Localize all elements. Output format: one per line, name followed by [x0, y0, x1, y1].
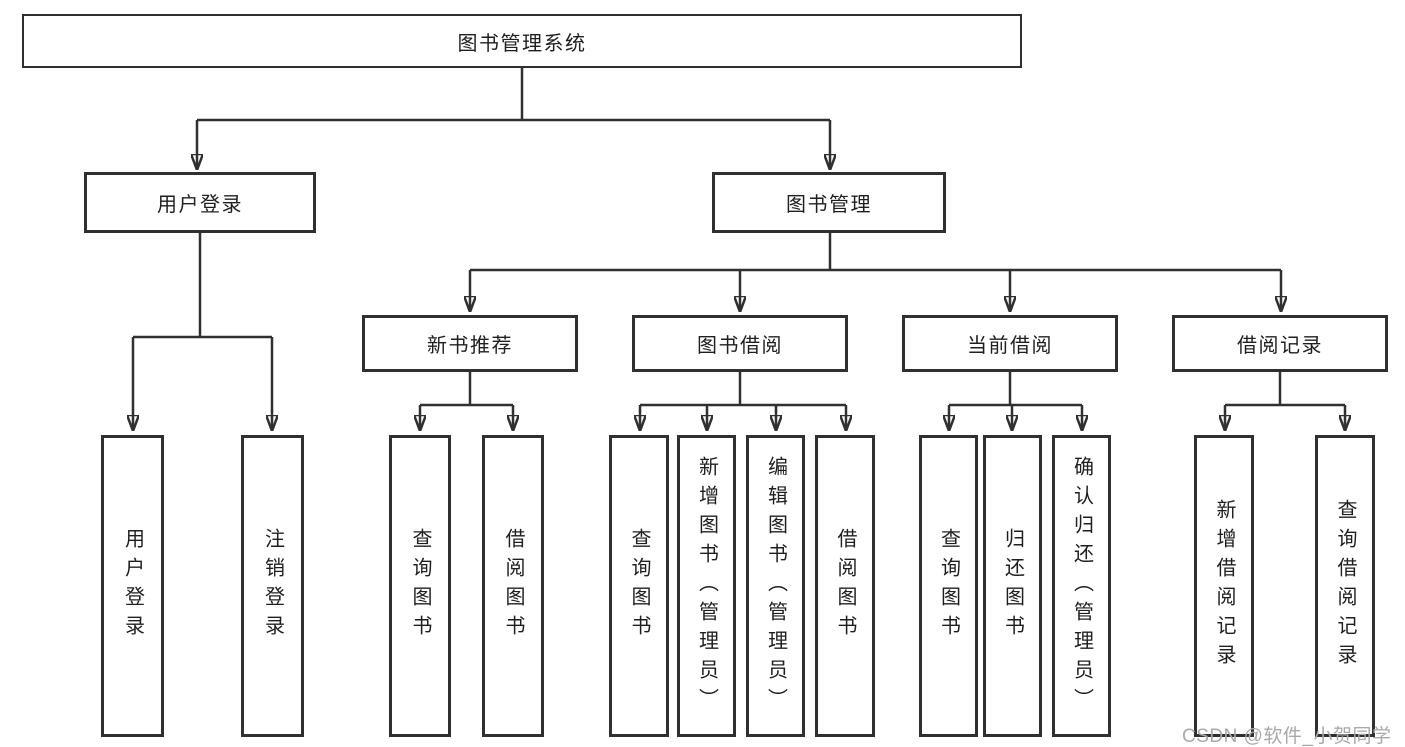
node-label: 编辑图书（管理员）	[764, 455, 787, 717]
node-leaf-add-borrow-record: 新增借阅记录	[1194, 435, 1254, 737]
node-leaf-add-book-admin: 新增图书（管理员）	[677, 435, 736, 737]
node-label: 新增图书（管理员）	[695, 455, 718, 717]
csdn-watermark: CSDN @软件_小贺同学	[1182, 726, 1392, 747]
node-leaf-confirm-return-admin: 确认归还（管理员）	[1052, 435, 1111, 737]
node-label: 借阅图书	[502, 528, 524, 644]
node-book-management: 图书管理	[712, 172, 946, 233]
node-library-system: 图书管理系统	[22, 14, 1022, 68]
node-leaf-borrow-books-recommend: 借阅图书	[482, 435, 544, 737]
node-label: 注销登录	[261, 528, 284, 644]
node-leaf-query-books-recommend: 查询图书	[389, 435, 451, 737]
node-label: 图书管理系统	[457, 32, 587, 55]
node-label: 借阅图书	[834, 528, 856, 644]
node-label: 确认归还（管理员）	[1070, 455, 1093, 717]
node-label: 新书推荐	[427, 335, 513, 357]
node-label: 归还图书	[1001, 528, 1024, 644]
node-label: 查询图书	[628, 528, 650, 644]
node-leaf-query-books-current: 查询图书	[919, 435, 978, 737]
node-label: 图书管理	[786, 194, 872, 216]
node-label: 当前借阅	[967, 335, 1053, 357]
node-leaf-return-book: 归还图书	[983, 435, 1042, 737]
node-label: 查询借阅记录	[1334, 499, 1356, 673]
node-leaf-borrow-books-borrowing: 借阅图书	[815, 435, 875, 737]
node-leaf-edit-book-admin: 编辑图书（管理员）	[746, 435, 805, 737]
node-leaf-user-login: 用户登录	[101, 435, 164, 737]
node-new-book-recommendation: 新书推荐	[362, 315, 578, 372]
node-label: 查询图书	[409, 528, 431, 644]
node-book-borrowing: 图书借阅	[632, 315, 848, 372]
node-label: 图书借阅	[697, 335, 783, 357]
node-user-login: 用户登录	[84, 172, 316, 233]
node-leaf-logout: 注销登录	[241, 435, 304, 737]
node-label: 新增借阅记录	[1213, 499, 1235, 673]
node-current-borrowing: 当前借阅	[902, 315, 1118, 372]
node-label: 查询图书	[937, 528, 960, 644]
node-borrowing-records: 借阅记录	[1172, 315, 1388, 372]
node-label: 用户登录	[157, 194, 243, 216]
node-label: 用户登录	[121, 528, 144, 644]
node-leaf-query-borrow-record: 查询借阅记录	[1315, 435, 1375, 737]
node-leaf-query-books-borrowing: 查询图书	[609, 435, 669, 737]
node-label: 借阅记录	[1237, 335, 1323, 357]
